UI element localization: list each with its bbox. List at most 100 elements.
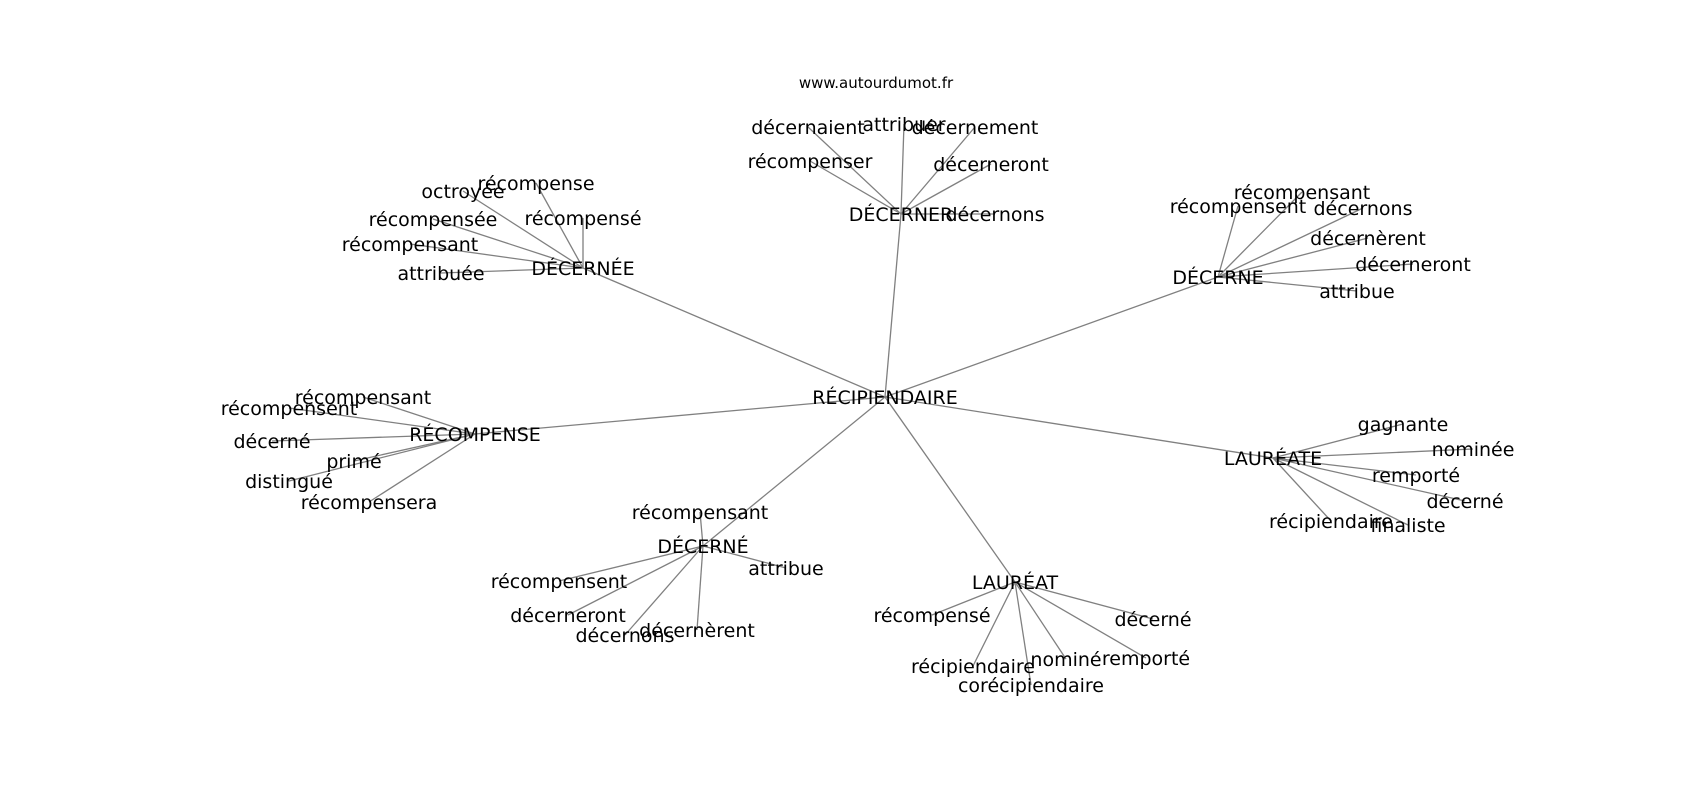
- leaf-node[interactable]: décerneront: [933, 154, 1049, 176]
- leaf-node[interactable]: décernons: [576, 625, 675, 647]
- hub-node-decerner[interactable]: DÉCERNER: [849, 203, 954, 226]
- edge-center-decerner: [884, 213, 902, 398]
- edge-laureate-leaf: [1272, 448, 1474, 459]
- leaf-node[interactable]: décerné: [233, 431, 310, 453]
- edge-center-decernee: [582, 267, 886, 398]
- edge-decerner-leaf: [809, 160, 902, 215]
- edge-laureate-leaf: [1272, 457, 1332, 522]
- source-watermark: www.autourdumot.fr: [799, 74, 954, 92]
- leaf-node[interactable]: octroyée: [421, 181, 504, 203]
- leaf-node[interactable]: récompenser: [748, 151, 873, 173]
- edge-decerne-acc-leaf: [624, 545, 704, 636]
- edge-decerne-leaf: [1217, 276, 1358, 292]
- edge-decerner-leaf: [807, 126, 902, 215]
- edge-decerner-leaf: [900, 123, 905, 215]
- leaf-node[interactable]: récompensé: [524, 208, 641, 230]
- hub-node-decernee[interactable]: DÉCERNÉE: [531, 257, 634, 280]
- edge-laureat-leaf: [972, 581, 1016, 667]
- edge-decerne-acc-leaf: [696, 545, 704, 631]
- leaf-node[interactable]: attribuée: [397, 263, 484, 285]
- leaf-node[interactable]: décernèrent: [639, 620, 755, 642]
- edge-decernee-leaf: [440, 267, 584, 274]
- leaf-node[interactable]: décerné: [1426, 491, 1503, 513]
- edge-decernee-leaf: [535, 182, 584, 269]
- edge-laureate-leaf: [1272, 423, 1404, 459]
- leaf-node[interactable]: attribue: [1319, 281, 1394, 303]
- leaf-node[interactable]: récompense: [477, 173, 594, 195]
- edge-center-recompense: [474, 396, 886, 435]
- edge-recompense-leaf: [368, 433, 476, 503]
- edges-layer: [271, 123, 1474, 686]
- edge-decernee-leaf: [432, 218, 584, 269]
- edge-decerne-acc-leaf: [567, 545, 704, 616]
- leaf-node[interactable]: attribuer: [862, 114, 945, 136]
- leaf-node[interactable]: remporté: [1102, 648, 1190, 670]
- edge-laureat-leaf: [1014, 581, 1067, 660]
- leaf-node[interactable]: décernement: [912, 117, 1039, 139]
- leaf-node[interactable]: récompensée: [369, 209, 498, 231]
- leaf-node[interactable]: nominée: [1432, 439, 1515, 461]
- leaf-node[interactable]: corécipiendaire: [958, 675, 1104, 697]
- leaf-node[interactable]: récompensera: [301, 492, 438, 514]
- leaf-node[interactable]: finaliste: [1370, 515, 1445, 537]
- edge-recompense-leaf: [288, 433, 476, 482]
- edge-decerne-leaf: [1217, 205, 1239, 278]
- edge-laureat-leaf: [1014, 581, 1032, 686]
- edge-laureate-leaf: [1272, 457, 1466, 502]
- edge-decerne-acc-leaf: [702, 545, 787, 569]
- edge-decerne-leaf: [1217, 263, 1414, 278]
- edge-laureat-leaf: [1014, 581, 1154, 620]
- leaf-node[interactable]: récompensant: [295, 387, 432, 409]
- center-node[interactable]: RÉCIPIENDAIRE: [812, 386, 957, 409]
- leaf-node[interactable]: récompensant: [632, 502, 769, 524]
- leaf-node[interactable]: primé: [326, 451, 381, 473]
- edge-decerne-acc-leaf: [558, 545, 704, 582]
- leaf-node[interactable]: distingué: [245, 471, 333, 493]
- leaf-node[interactable]: récipiendaire: [911, 656, 1035, 678]
- leaf-node[interactable]: récompensent: [221, 398, 358, 420]
- edge-decerner-leaf: [900, 126, 976, 215]
- hub-node-recompense[interactable]: RÉCOMPENSE: [409, 423, 541, 446]
- hub-node-decerne-acc[interactable]: DÉCERNÉ: [657, 535, 748, 558]
- leaf-node[interactable]: décerneront: [510, 605, 626, 627]
- hub-node-laureate[interactable]: LAURÉATE: [1224, 447, 1322, 470]
- edge-decernee-leaf: [462, 190, 584, 269]
- leaf-node[interactable]: gagnante: [1358, 414, 1449, 436]
- leaf-node[interactable]: décernons: [946, 204, 1045, 226]
- leaf-node[interactable]: récipiendaire: [1269, 511, 1393, 533]
- edge-center-laureat: [884, 396, 1016, 583]
- edge-laureat-leaf: [1014, 581, 1147, 659]
- edge-center-laureate: [884, 396, 1274, 459]
- leaf-node[interactable]: attribue: [748, 558, 823, 580]
- hub-node-decerne[interactable]: DÉCERNE: [1172, 266, 1263, 289]
- edge-center-decerne: [884, 276, 1219, 398]
- edge-recompense-leaf: [288, 407, 476, 435]
- leaf-node[interactable]: remporté: [1372, 465, 1460, 487]
- labels-layer: www.autourdumot.fr RÉCIPIENDAIREDÉCERNER…: [221, 74, 1515, 697]
- edge-decerne-acc-leaf: [699, 511, 704, 547]
- leaf-node[interactable]: récompensant: [342, 234, 479, 256]
- leaf-node[interactable]: décernèrent: [1310, 228, 1426, 250]
- edge-laureat-leaf: [931, 581, 1016, 616]
- leaf-node[interactable]: décerneront: [1355, 254, 1471, 276]
- edge-laureate-leaf: [1272, 457, 1409, 526]
- edge-recompense-leaf: [362, 396, 476, 435]
- edge-laureate-leaf: [1272, 457, 1417, 476]
- edge-decerne-leaf: [1217, 191, 1303, 278]
- leaf-node[interactable]: récompensent: [1170, 196, 1307, 218]
- edge-recompense-leaf: [271, 433, 476, 442]
- leaf-node[interactable]: récompensent: [491, 571, 628, 593]
- edge-decerne-leaf: [1217, 207, 1364, 278]
- leaf-node[interactable]: récompensant: [1234, 182, 1371, 204]
- leaf-node[interactable]: décernons: [1314, 198, 1413, 220]
- leaf-node[interactable]: décernaient: [751, 117, 865, 139]
- hub-node-laureat[interactable]: LAURÉAT: [972, 571, 1059, 594]
- edge-decerne-leaf: [1217, 237, 1369, 278]
- edge-center-decerne-acc: [702, 396, 886, 547]
- leaf-node[interactable]: nominé: [1030, 649, 1101, 671]
- leaf-node[interactable]: récompensé: [873, 605, 990, 627]
- edge-decernee-leaf: [409, 243, 584, 269]
- leaf-node[interactable]: décerné: [1114, 609, 1191, 631]
- edge-decerner-leaf: [900, 163, 992, 215]
